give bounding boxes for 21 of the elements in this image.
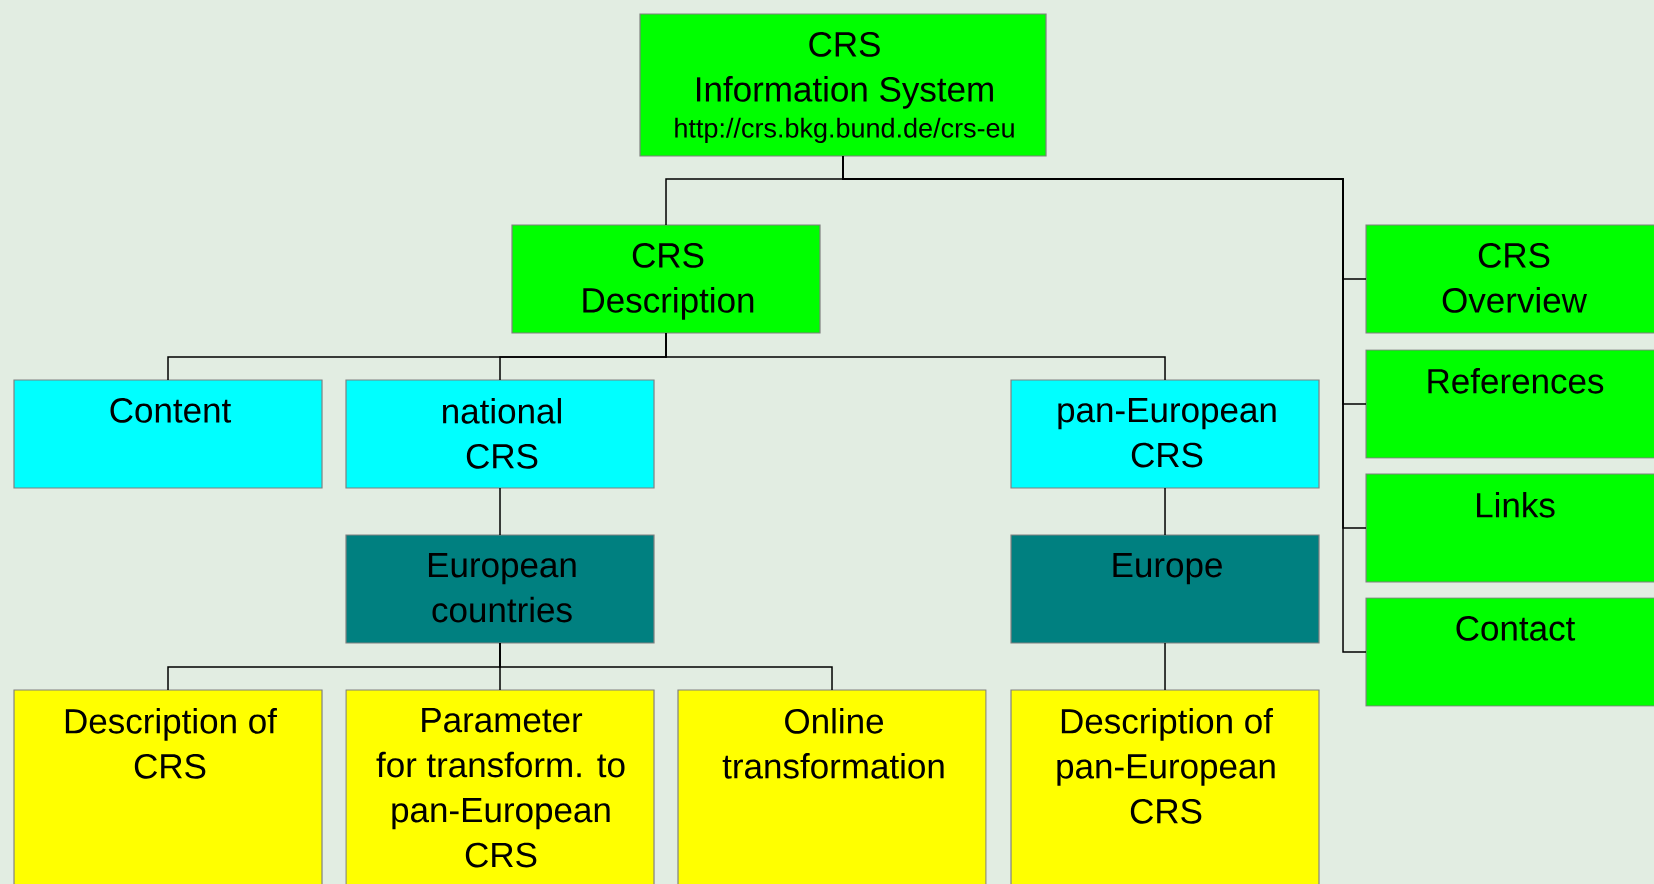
category-box: national CRS xyxy=(345,379,655,489)
category-box: CRS Overview xyxy=(1365,224,1654,334)
category-box: Online transformation xyxy=(677,689,987,884)
category-box: pan-European CRS xyxy=(1010,379,1320,489)
category-box: Content xyxy=(13,379,323,489)
connector-line xyxy=(499,642,833,691)
connector-line xyxy=(499,487,501,536)
category-box: Description of CRS xyxy=(13,689,323,884)
category-box: Description of pan-European CRS xyxy=(1010,689,1320,884)
category-box: Links xyxy=(1365,473,1654,583)
category-box: Parameter for transform. to pan-European CRS xyxy=(345,689,655,884)
connector-line xyxy=(665,332,1166,381)
connector-line xyxy=(1164,487,1166,536)
connector-line xyxy=(1164,642,1166,691)
category-box: Europe xyxy=(1010,534,1320,644)
category-box: References xyxy=(1365,349,1654,459)
category-box: European countries xyxy=(345,534,655,644)
category-box: Contact xyxy=(1365,597,1654,707)
category-box: CRS Information System http://crs.bkg.bund.de/crs-eu xyxy=(639,13,1047,157)
category-box: CRS Description xyxy=(511,224,821,334)
connector-line xyxy=(842,155,1367,653)
